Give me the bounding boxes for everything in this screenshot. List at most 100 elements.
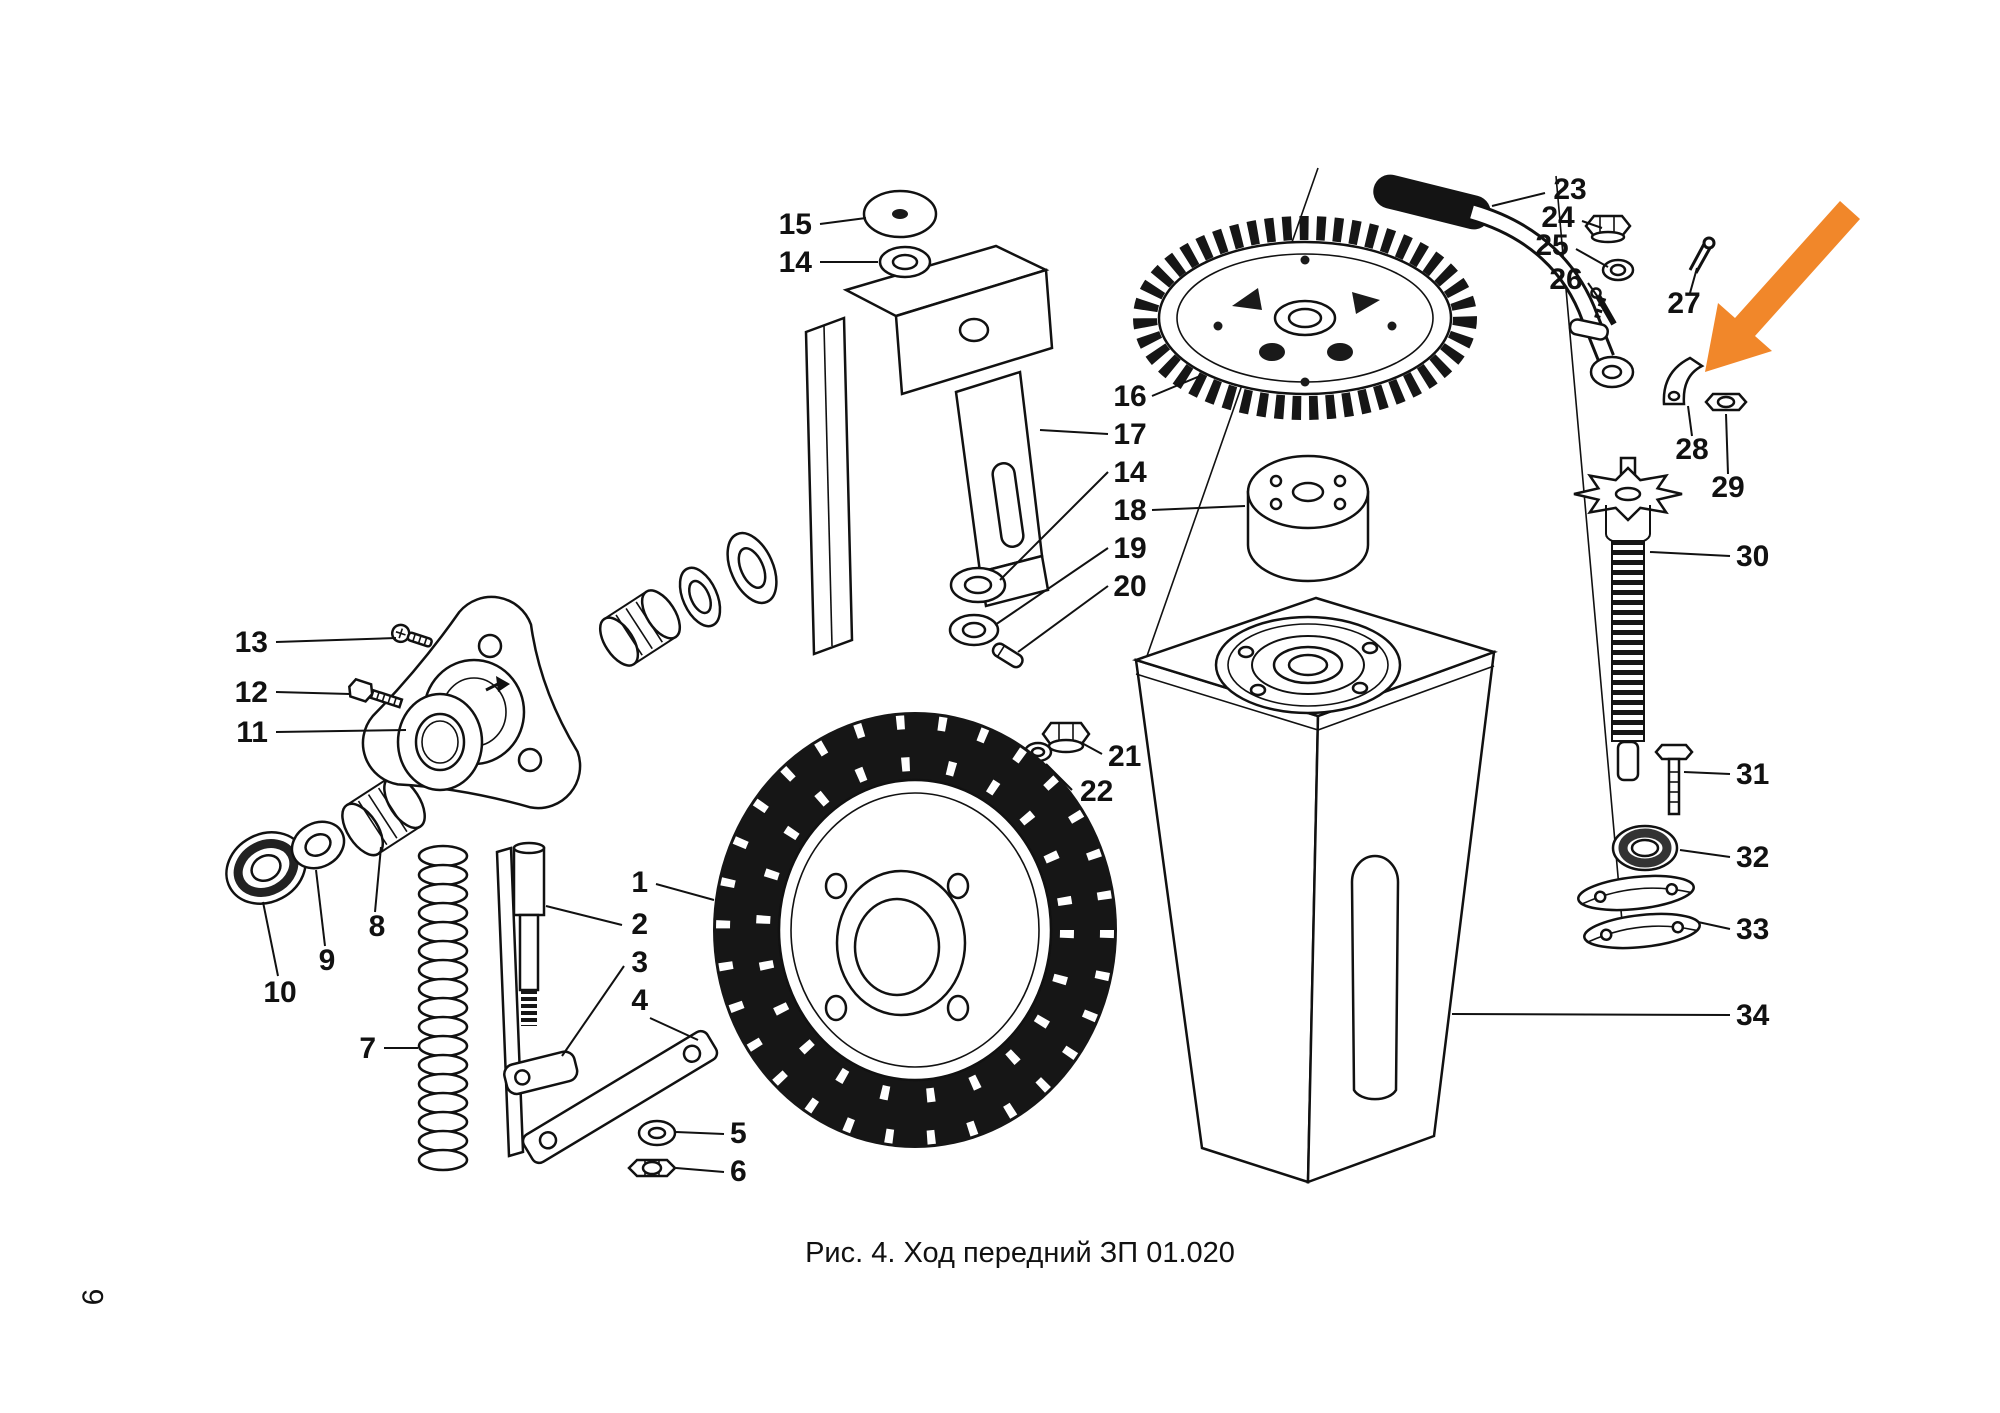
figure-caption: Рис. 4. Ход передний ЗП 01.020	[805, 1237, 1235, 1269]
leader-14-lower	[999, 471, 1109, 581]
leader-24	[1581, 220, 1603, 229]
part-label-21: 21	[1108, 740, 1141, 773]
part-5-washer	[637, 1119, 677, 1147]
part-34-stand	[1131, 596, 1498, 1184]
leader-29	[1725, 413, 1729, 475]
leader-11	[275, 729, 407, 733]
part-labels: 15 14 16 17 14 18 19 20 13 12 11 10 9 8 …	[235, 173, 1770, 1188]
part-17-bracket	[804, 244, 1054, 656]
leader-16	[1151, 375, 1201, 397]
leader-23	[1491, 192, 1546, 207]
part-28-clip	[1662, 356, 1705, 406]
part-label-17: 17	[1113, 418, 1146, 451]
stand-slot	[1350, 854, 1400, 1101]
part-11-hub-flange	[361, 595, 582, 810]
part-label-31: 31	[1736, 758, 1769, 791]
part-14-washer-top	[878, 245, 932, 279]
leader-2	[545, 905, 623, 926]
part-label-20: 20	[1113, 570, 1146, 603]
leader-18	[1151, 505, 1246, 511]
part-33-plates	[1577, 874, 1701, 950]
inner-roller-bearing	[598, 589, 682, 667]
inner-washer-large	[726, 531, 778, 605]
part-label-27: 27	[1667, 287, 1700, 320]
part-label-26: 26	[1549, 263, 1582, 296]
part-label-29: 29	[1711, 471, 1744, 504]
leader-28	[1687, 405, 1693, 437]
gear-cutout	[1232, 288, 1262, 310]
part-19-washer	[948, 613, 1000, 647]
part-20-pin	[991, 642, 1024, 669]
part-15-washer	[862, 189, 938, 239]
part-label-30: 30	[1736, 540, 1769, 573]
leader-8	[374, 846, 382, 913]
part-32-bushing	[1611, 824, 1679, 872]
tread-outer	[716, 715, 1114, 1145]
part-27-cotter-pin	[1688, 236, 1716, 274]
leader-26	[1587, 282, 1601, 301]
part-label-13: 13	[235, 626, 268, 659]
part-12-bolt	[348, 677, 404, 709]
part-label-14-top: 14	[779, 246, 813, 279]
part-1-wheel	[713, 712, 1117, 1148]
gear-cutout	[1352, 292, 1380, 314]
leader-17	[1039, 429, 1109, 435]
part-4-bar	[521, 1029, 719, 1165]
leader-6	[675, 1167, 725, 1173]
leader-19	[994, 547, 1109, 626]
leader-34	[1451, 1013, 1731, 1016]
part-7-spring	[417, 844, 469, 1172]
leader-21	[1079, 741, 1103, 755]
part-label-3: 3	[631, 946, 648, 979]
bracket-slot	[991, 462, 1025, 548]
part-label-15: 15	[779, 208, 812, 241]
part-label-9: 9	[319, 944, 336, 977]
part-label-8: 8	[369, 910, 386, 943]
part-label-12: 12	[235, 676, 268, 709]
part-23-handle	[1373, 174, 1635, 389]
part-label-4: 4	[631, 984, 648, 1017]
part-label-19: 19	[1113, 532, 1146, 565]
leader-lines	[262, 192, 1731, 1173]
leader-5	[675, 1131, 725, 1135]
leader-30	[1649, 551, 1731, 557]
axis-line-right	[1555, 175, 1625, 945]
part-25-washer	[1601, 258, 1635, 282]
bearing-seat	[1214, 615, 1402, 715]
part-label-6: 6	[730, 1155, 747, 1188]
part-31-bolt	[1654, 743, 1694, 816]
part-2-pin	[512, 841, 546, 1026]
part-label-33: 33	[1736, 913, 1769, 946]
part-29-nut	[1704, 392, 1748, 412]
highlight-arrow-icon	[1705, 201, 1860, 372]
leader-25	[1575, 248, 1609, 268]
hub-bore	[853, 897, 941, 997]
handle-joint	[1568, 318, 1609, 341]
part-label-2: 2	[631, 908, 648, 941]
part-13-screw	[390, 623, 433, 648]
part-30-threaded-rod	[1573, 456, 1683, 782]
part-label-11: 11	[236, 716, 268, 749]
page-number: 6	[77, 1289, 110, 1306]
part-24-nut	[1584, 214, 1632, 244]
part-16-gear	[1133, 216, 1477, 420]
part-label-24: 24	[1541, 201, 1575, 234]
part-14-washer-lower	[949, 566, 1007, 604]
part-6-nut	[627, 1158, 677, 1178]
part-label-5: 5	[730, 1117, 747, 1150]
part-label-7: 7	[359, 1032, 376, 1065]
part-label-10: 10	[263, 976, 296, 1009]
part-8-roller-bearing	[341, 775, 426, 857]
part-label-25: 25	[1535, 229, 1568, 262]
handle-grip	[1373, 174, 1491, 230]
part-18-drum	[1246, 454, 1370, 583]
part-3-plate	[503, 1050, 579, 1096]
leader-15	[819, 217, 867, 225]
leader-12	[275, 691, 351, 695]
tread-inner	[756, 757, 1074, 1103]
leader-10	[262, 901, 279, 977]
part-label-32: 32	[1736, 841, 1769, 874]
gear-teeth	[1133, 216, 1477, 420]
